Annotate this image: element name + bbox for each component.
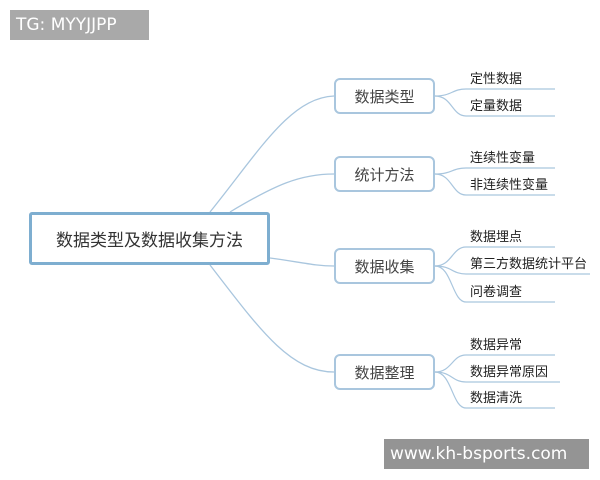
connector-branch-1-leaf-1 [434,88,555,97]
connector-branch-2-leaf-2 [434,173,555,196]
connector-branch-4-leaf-1 [434,354,555,373]
leaf-node[interactable]: 数据埋点 [470,230,523,245]
connector-branch-2-leaf-1 [434,167,555,175]
top-label: TG: MYYJJPP [10,10,149,40]
leaf-node[interactable]: 定量数据 [470,99,523,114]
leaf-node[interactable]: 数据清洗 [470,391,523,406]
leaf-node[interactable]: 数据异常原因 [470,365,549,380]
connector-branch-4-leaf-3 [434,371,555,409]
leaf-node[interactable]: 第三方数据统计平台 [470,257,588,272]
connector-root-branch-4 [209,264,335,373]
leaf-node[interactable]: 定性数据 [470,72,523,87]
leaf-node[interactable]: 连续性变量 [470,151,536,166]
leaf-node[interactable]: 问卷调查 [470,285,523,300]
connector-branch-1-leaf-2 [434,95,555,117]
connector-branch-3-leaf-1 [434,246,555,267]
connector-branch-3-leaf-3 [434,265,555,303]
root-node[interactable]: 数据类型及数据收集方法 [29,212,270,265]
watermark-url: www.kh-bsports.com [384,439,589,469]
connector-root-branch-2 [229,173,335,213]
connector-root-branch-3 [269,257,335,267]
connector-root-branch-1 [209,95,335,213]
connector-branch-3-leaf-2 [434,265,590,275]
branch-node-data-collection[interactable]: 数据收集 [334,248,435,284]
leaf-node[interactable]: 数据异常 [470,338,523,353]
leaf-node[interactable]: 非连续性变量 [470,178,549,193]
branch-node-data-types[interactable]: 数据类型 [334,78,435,114]
connector-branch-4-leaf-2 [434,371,560,383]
branch-node-statistical-methods[interactable]: 统计方法 [334,156,435,192]
branch-node-data-cleaning[interactable]: 数据整理 [334,354,435,390]
